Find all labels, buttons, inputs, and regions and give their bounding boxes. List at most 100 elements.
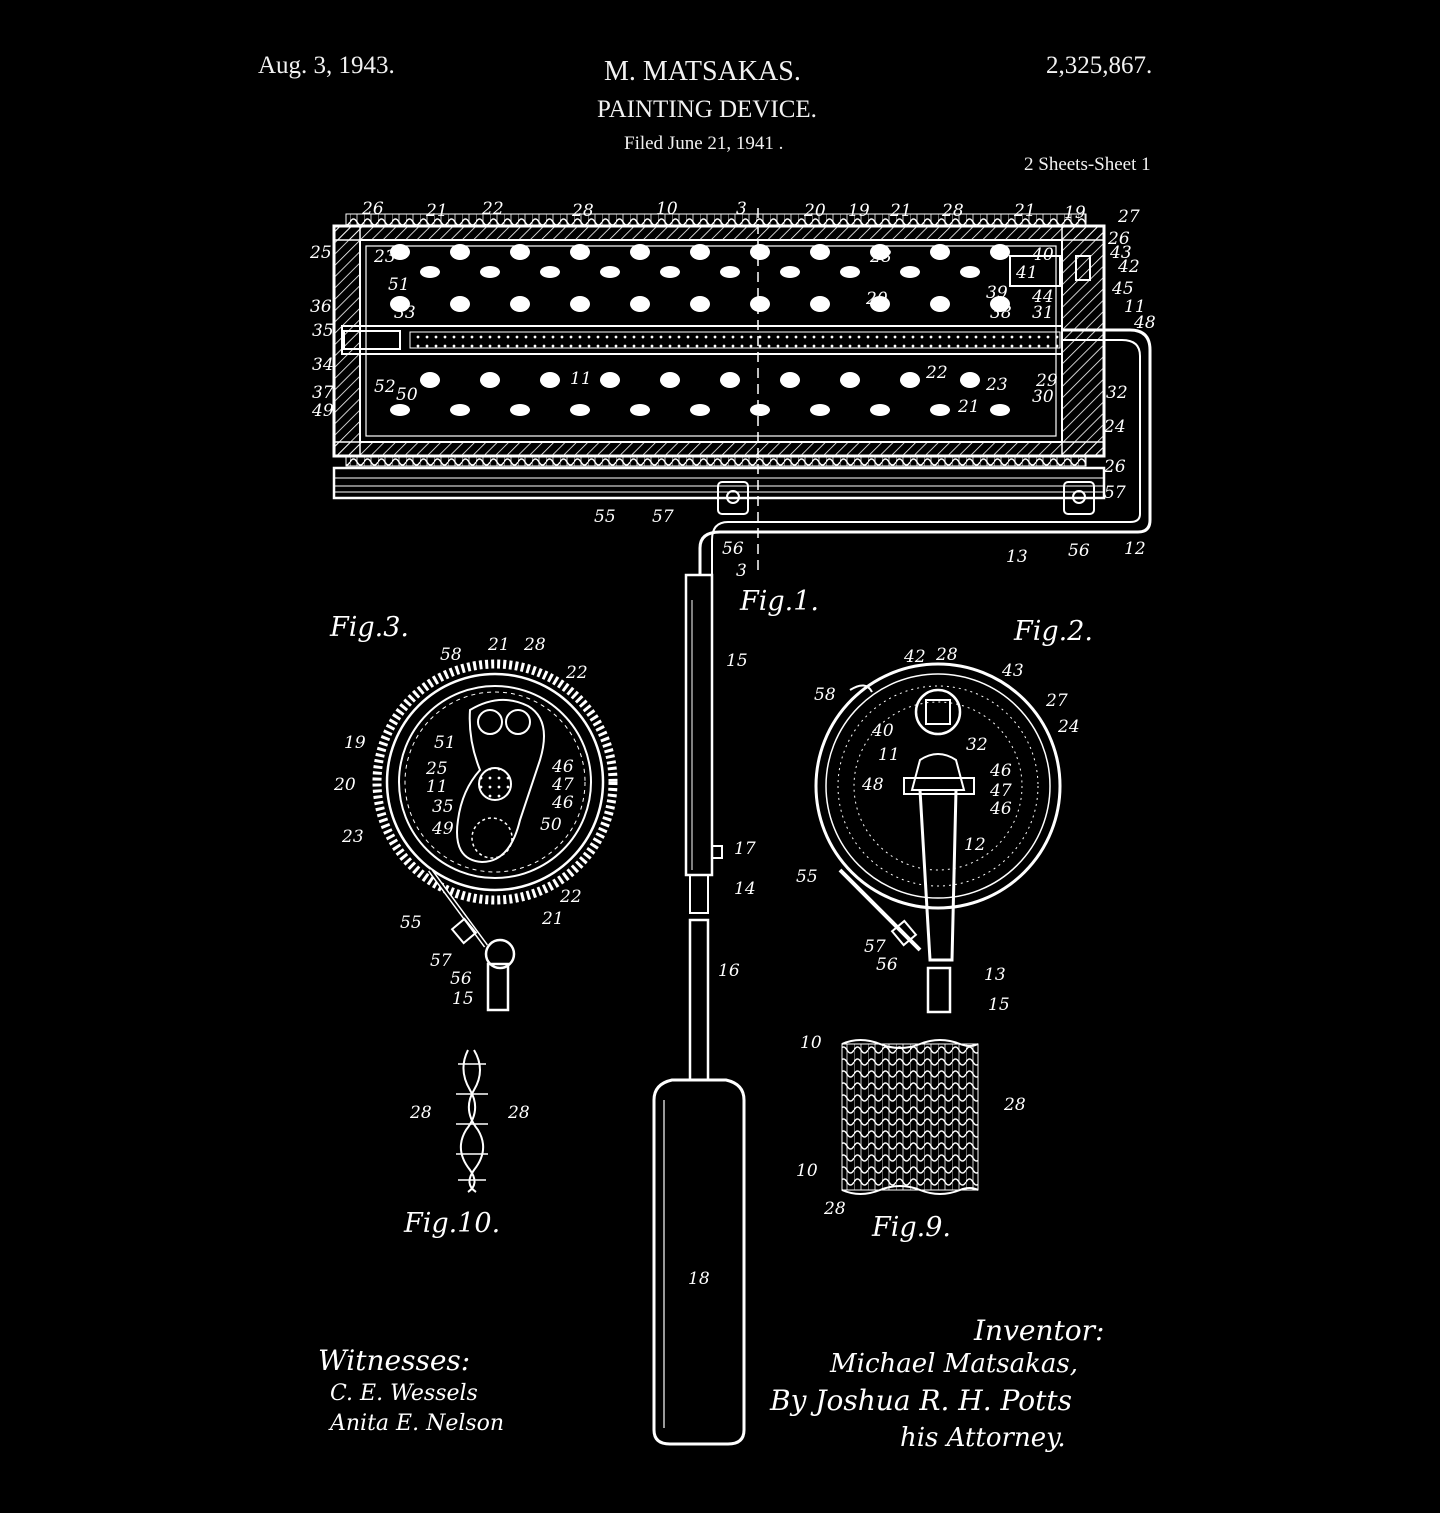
numeral: 12	[964, 835, 986, 855]
numeral: 25	[309, 243, 332, 263]
numeral: 57	[864, 937, 886, 957]
numeral: 15	[452, 989, 474, 1009]
roller-hole	[870, 404, 890, 416]
numeral: 16	[718, 961, 740, 981]
numeral: 22	[559, 887, 582, 907]
numeral: 11	[570, 369, 592, 389]
witness-signature-2: Anita E. Nelson	[328, 1411, 504, 1436]
roller-hole	[960, 266, 980, 278]
roller-hole	[990, 404, 1010, 416]
fig10-label: Fig.10.	[403, 1208, 500, 1239]
numeral: 10	[800, 1033, 822, 1053]
numeral: 31	[1032, 303, 1054, 323]
numeral: 29	[1035, 371, 1058, 391]
roller-hole	[810, 244, 830, 260]
roller-hole	[570, 296, 590, 312]
roller-hole	[420, 372, 440, 388]
roller-hole	[480, 266, 500, 278]
roller-hole	[660, 372, 680, 388]
numeral: 21	[541, 909, 564, 929]
numeral: 25	[425, 759, 448, 779]
roller-hole	[570, 244, 590, 260]
numeral: 42	[903, 647, 926, 667]
roller-hole	[840, 266, 860, 278]
roller-hole	[780, 372, 800, 388]
roller-hole	[810, 404, 830, 416]
numeral: 11	[426, 777, 448, 797]
numeral: 3	[736, 199, 747, 219]
roller-hole	[540, 266, 560, 278]
patent-date: Aug. 3, 1943.	[258, 52, 395, 79]
numeral: 37	[312, 383, 334, 403]
fig10-fabric-detail	[456, 1049, 488, 1193]
numeral: 56	[722, 539, 744, 559]
roller-hole	[630, 296, 650, 312]
numeral: 52	[374, 377, 396, 397]
numeral: 51	[434, 733, 456, 753]
roller-hole	[750, 404, 770, 416]
numeral: 48	[861, 775, 884, 795]
numeral: 56	[876, 955, 898, 975]
numeral: 57	[652, 507, 674, 527]
patent-number: 2,325,867.	[1046, 52, 1153, 79]
numeral: 35	[432, 797, 454, 817]
numeral: 15	[726, 651, 748, 671]
roller-hole	[390, 244, 410, 260]
roller-hole	[480, 372, 500, 388]
numeral: 21	[425, 201, 448, 221]
numeral: 34	[312, 355, 334, 375]
numeral: 21	[889, 201, 912, 221]
numeral: 33	[394, 303, 416, 323]
numeral: 32	[966, 735, 988, 755]
numeral: 47	[551, 775, 574, 795]
numeral: 28	[823, 1199, 846, 1219]
witnesses-heading: Witnesses:	[318, 1344, 470, 1377]
inventor-signature: Michael Matsakas,	[829, 1349, 1078, 1379]
roller-hole	[900, 372, 920, 388]
numeral: 49	[311, 401, 334, 421]
numeral: 23	[373, 247, 396, 267]
numeral: 43	[1109, 243, 1132, 263]
numeral: 10	[796, 1161, 818, 1181]
numeral: 23	[341, 827, 364, 847]
roller-hole	[660, 266, 680, 278]
numeral: 21	[487, 635, 510, 655]
roller-hole	[630, 404, 650, 416]
fig1-roller	[332, 208, 1152, 575]
numeral: 28	[571, 201, 594, 221]
numeral: 22	[565, 663, 588, 683]
witness-signature-1: C. E. Wessels	[330, 1381, 478, 1406]
numeral: 28	[523, 635, 546, 655]
roller-hole	[690, 296, 710, 312]
numeral: 50	[540, 815, 562, 835]
numeral: 28	[1003, 1095, 1026, 1115]
numeral: 19	[1064, 203, 1086, 223]
numeral: 28	[941, 201, 964, 221]
fig2-end-view	[814, 662, 1062, 1014]
roller-hole	[450, 404, 470, 416]
roller-hole	[450, 244, 470, 260]
roller-hole	[390, 296, 410, 312]
numeral: 18	[688, 1269, 710, 1289]
roller-hole	[990, 244, 1010, 260]
numeral: 20	[803, 201, 826, 221]
numeral: 46	[551, 793, 574, 813]
inventor-name-header: M. MATSAKAS.	[604, 56, 801, 87]
numeral: 48	[1133, 313, 1156, 333]
roller-hole	[750, 296, 770, 312]
numeral: 58	[440, 645, 462, 665]
patent-title: PAINTING DEVICE.	[597, 96, 817, 123]
fig3-cross-section	[372, 659, 618, 1012]
numeral: 26	[1103, 457, 1126, 477]
numeral: 41	[1015, 263, 1038, 283]
numeral: 24	[1103, 417, 1126, 437]
numeral: 3	[736, 561, 747, 581]
roller-hole	[510, 244, 530, 260]
roller-hole	[690, 404, 710, 416]
roller-hole	[930, 404, 950, 416]
inventor-heading: Inventor:	[973, 1314, 1104, 1347]
roller-hole	[570, 404, 590, 416]
numeral: 28	[935, 645, 958, 665]
roller-hole	[510, 404, 530, 416]
